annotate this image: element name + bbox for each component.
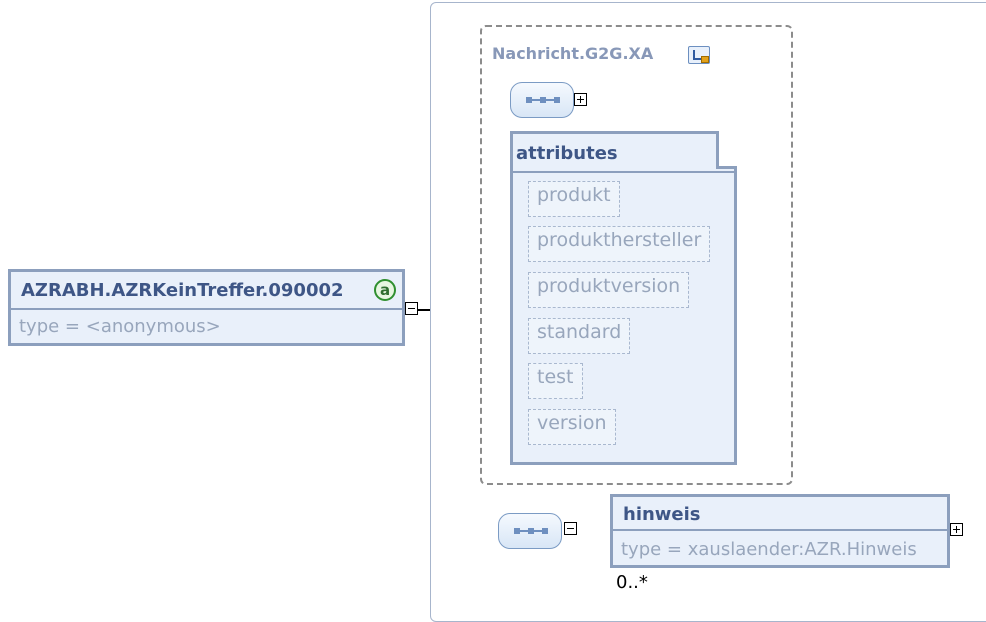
- root-element-box[interactable]: AZRABH.AZRKeinTreffer.090002 type = <ano…: [8, 269, 405, 346]
- sequence-icon: [526, 97, 560, 103]
- attribute-badge-icon: a: [374, 279, 396, 301]
- attribute-version[interactable]: version: [528, 409, 616, 445]
- hinweis-element-type: type = xauslaender:AZR.Hinweis: [621, 539, 917, 560]
- attribute-produkt[interactable]: produkt: [528, 181, 620, 217]
- expand-hinweis-toggle[interactable]: [950, 523, 963, 536]
- attributes-title: attributes: [516, 143, 618, 164]
- complex-type-icon: [688, 46, 710, 64]
- hinweis-element-box[interactable]: hinweis type = xauslaender:AZR.Hinweis: [610, 494, 950, 568]
- attribute-test[interactable]: test: [528, 363, 583, 399]
- collapse-root-toggle[interactable]: [405, 302, 418, 315]
- attribute-standard[interactable]: standard: [528, 318, 631, 354]
- attributes-separator: [513, 171, 734, 173]
- attribute-produktversion[interactable]: produktversion: [528, 272, 690, 308]
- sequence-compositor-1[interactable]: [510, 82, 574, 118]
- hinweis-element-name: hinweis: [623, 504, 701, 525]
- root-element-name: AZRABH.AZRKeinTreffer.090002: [21, 280, 344, 301]
- expand-sequence-1-toggle[interactable]: [574, 93, 587, 106]
- root-element-type: type = <anonymous>: [19, 316, 221, 337]
- attributes-box-notch: [716, 131, 737, 169]
- attribute-produkthersteller[interactable]: produkthersteller: [528, 226, 711, 262]
- sequence-compositor-2[interactable]: [498, 513, 562, 549]
- hinweis-element-separator: [613, 529, 947, 531]
- collapse-sequence-2-toggle[interactable]: [564, 522, 577, 535]
- root-element-separator: [11, 308, 402, 310]
- complex-type-group: [480, 25, 793, 485]
- complex-type-title: Nachricht.G2G.XA: [492, 44, 654, 63]
- sequence-icon: [514, 528, 548, 534]
- hinweis-cardinality: 0..*: [616, 572, 648, 593]
